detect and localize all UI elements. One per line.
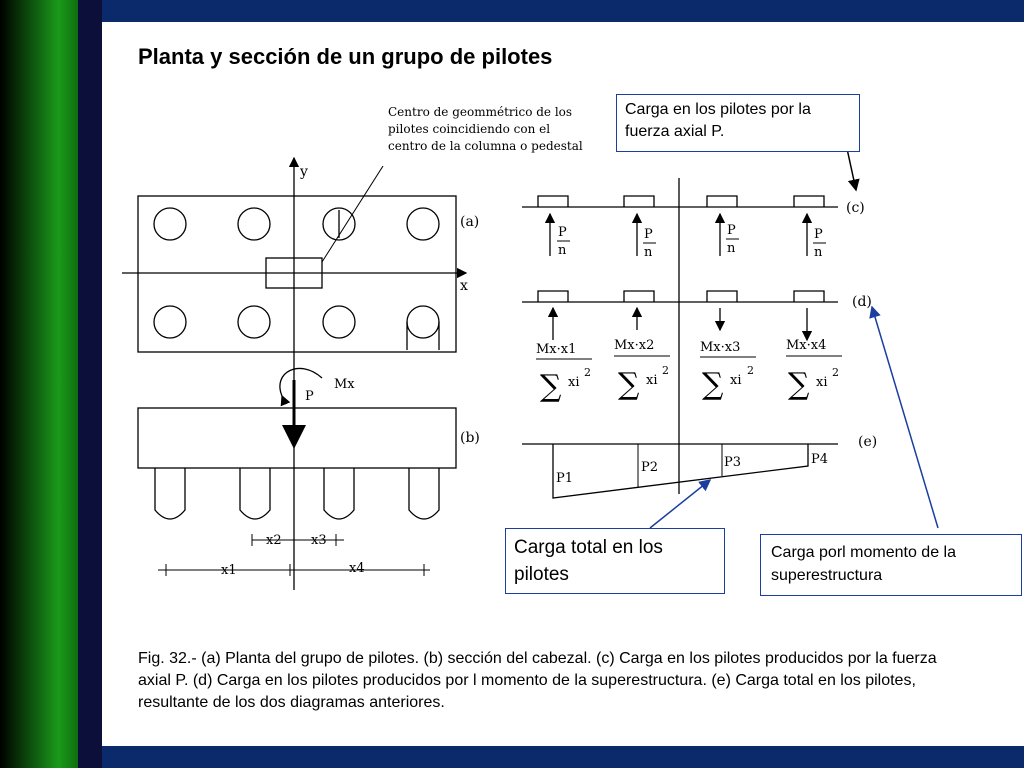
frac-n-1: n bbox=[558, 243, 567, 258]
sum-3: ∑ bbox=[702, 367, 724, 402]
sum-2: ∑ bbox=[618, 367, 640, 402]
label-p: P bbox=[305, 389, 314, 404]
mx-x4: Mx·x4 bbox=[786, 338, 826, 353]
label-p1: P1 bbox=[556, 471, 573, 486]
diagram-e-total: P1 P2 P3 P4 (e) bbox=[522, 434, 877, 499]
callout-axial-load: Carga en los pilotes por la fuerza axial… bbox=[616, 94, 860, 152]
section-piles bbox=[154, 468, 440, 520]
sum-4: ∑ bbox=[788, 367, 810, 402]
callout-moment-load: Carga porl momento de la superestructura bbox=[760, 534, 1022, 596]
frac-bars bbox=[557, 238, 826, 244]
label-p3: P3 bbox=[724, 455, 741, 470]
label-d: (d) bbox=[852, 294, 872, 310]
frac-p-2: P bbox=[644, 227, 653, 242]
section-view: Mx P (b) x2 x3 x1 x4 bbox=[137, 367, 480, 578]
label-e: (e) bbox=[858, 434, 877, 450]
sq-4: 2 bbox=[832, 366, 839, 379]
frac-n-2: n bbox=[644, 245, 653, 260]
mx-x3: Mx·x3 bbox=[700, 340, 740, 355]
sq-2: 2 bbox=[662, 364, 669, 377]
section-cap bbox=[137, 407, 457, 469]
xi-1: xi bbox=[568, 375, 580, 390]
mx-x2: Mx·x2 bbox=[614, 338, 654, 353]
label-c: (c) bbox=[846, 200, 865, 216]
sq-1: 2 bbox=[584, 366, 591, 379]
bottom-bar bbox=[102, 746, 1024, 768]
figure-caption: Fig. 32.- (a) Planta del grupo de pilote… bbox=[138, 650, 937, 711]
plan-view: x y (a) bbox=[122, 156, 479, 590]
dim-ticks bbox=[165, 534, 425, 576]
label-axis-x: x bbox=[460, 278, 468, 294]
label-p4: P4 bbox=[811, 452, 828, 467]
left-decor-band bbox=[0, 0, 78, 768]
label-x2: x2 bbox=[266, 533, 282, 548]
frac-p-1: P bbox=[558, 225, 567, 240]
total-load-polygon bbox=[552, 444, 809, 499]
xi-3: xi bbox=[730, 373, 742, 388]
diagram-d-moment: Mx·x1 Mx·x2 Mx·x3 Mx·x4 ∑ ∑ ∑ ∑ xi xi xi… bbox=[522, 290, 872, 404]
label-p2: P2 bbox=[641, 460, 658, 475]
top-bar bbox=[102, 0, 1024, 22]
frac-p-3: P bbox=[727, 223, 736, 238]
sq-3: 2 bbox=[747, 364, 754, 377]
note-leader bbox=[321, 165, 384, 263]
label-b: (b) bbox=[460, 430, 480, 446]
plan-piles bbox=[153, 207, 440, 350]
plan-cap-outline bbox=[137, 195, 457, 353]
callout-total-load: Carga total en los pilotes bbox=[505, 528, 725, 594]
left-dark-strip bbox=[78, 0, 102, 768]
sum-1: ∑ bbox=[540, 369, 562, 404]
label-mx: Mx bbox=[334, 377, 355, 392]
label-x3: x3 bbox=[311, 533, 327, 548]
xi-4: xi bbox=[816, 375, 828, 390]
label-x4: x4 bbox=[349, 561, 365, 576]
slide-title: Planta y sección de un grupo de pilotes bbox=[138, 44, 553, 69]
pointer-moment bbox=[869, 305, 939, 529]
moment-arc bbox=[279, 367, 323, 407]
mx-x1: Mx·x1 bbox=[536, 342, 576, 357]
diagram-c-axial: P n P n P n P n (c) bbox=[522, 195, 865, 260]
center-note: Centro de geommétrico de los pilotes coi… bbox=[388, 105, 583, 153]
frac-n-3: n bbox=[727, 241, 736, 256]
frac-n-4: n bbox=[814, 245, 823, 260]
label-axis-y: y bbox=[299, 164, 308, 180]
pointer-total bbox=[649, 479, 712, 529]
xi-2: xi bbox=[646, 373, 658, 388]
frac-p-4: P bbox=[814, 227, 823, 242]
mx-frac-bars bbox=[536, 355, 842, 360]
label-x1: x1 bbox=[221, 563, 237, 578]
label-a: (a) bbox=[460, 214, 479, 230]
